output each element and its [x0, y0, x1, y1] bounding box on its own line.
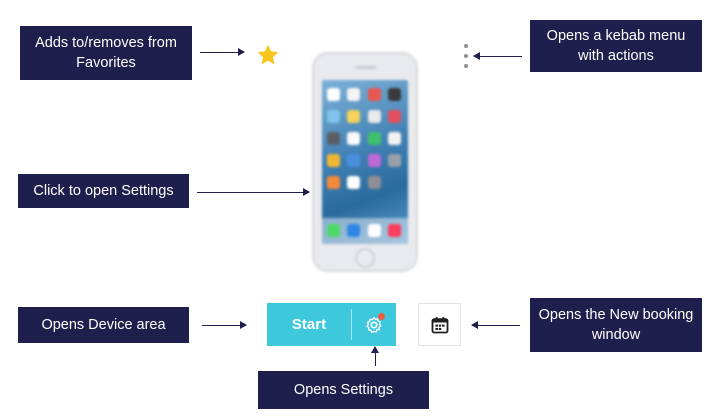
callout-device-area: Opens Device area: [18, 307, 189, 343]
arrow-new-booking: [471, 321, 520, 329]
callout-favorites: Adds to/removes from Favorites: [20, 26, 192, 80]
arrow-settings-open: [197, 188, 310, 196]
arrow-kebab: [473, 52, 522, 60]
callout-opens-settings: Opens Settings: [258, 371, 429, 409]
callout-settings-open: Click to open Settings: [18, 174, 189, 208]
new-booking-button[interactable]: [418, 303, 461, 346]
button-divider: [351, 309, 352, 340]
start-button-group: Start: [267, 303, 396, 346]
kebab-menu-icon[interactable]: [462, 44, 470, 68]
callout-kebab-menu: Opens a kebab menu with actions: [530, 20, 702, 72]
notification-dot: [378, 313, 385, 320]
arrow-opens-settings: [371, 346, 379, 366]
start-button[interactable]: Start: [267, 303, 351, 346]
phone-speaker: [356, 66, 376, 69]
arrow-device-area: [202, 321, 247, 329]
callout-new-booking: Opens the New booking window: [530, 298, 702, 352]
calendar-icon: [431, 316, 448, 333]
arrow-favorites: [200, 48, 245, 56]
settings-button[interactable]: [352, 303, 396, 346]
device-screen: [322, 80, 408, 244]
favorite-star-icon[interactable]: [255, 42, 281, 73]
device-thumbnail[interactable]: [312, 52, 418, 272]
settings-gear-icon: [366, 316, 382, 333]
phone-home-button: [355, 248, 375, 268]
